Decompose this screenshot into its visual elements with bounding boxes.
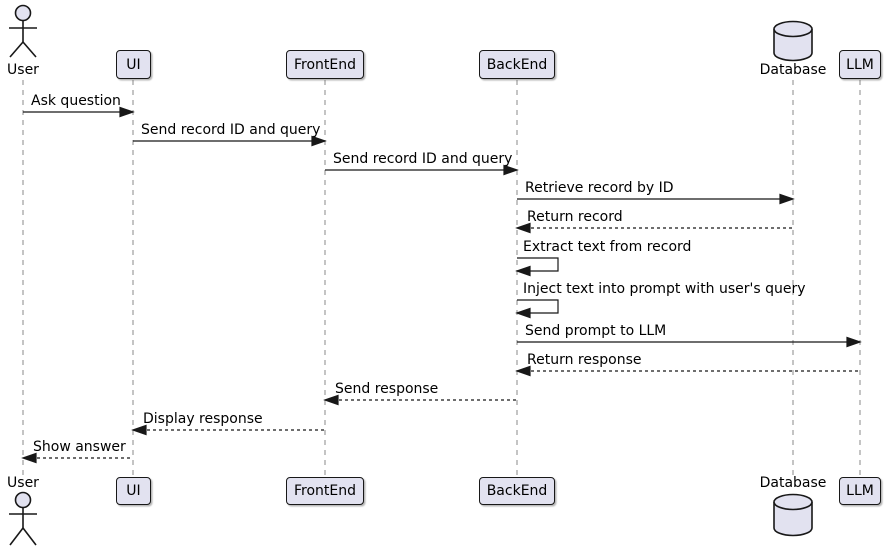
participant-ui-top: UI [116,50,151,79]
arrow-inject-text [517,299,559,314]
message-label-show-answer: Show answer [33,439,126,455]
message-label-send-record-1: Send record ID and query [141,122,321,138]
actor-icon-top [9,4,37,58]
message-label-send-response: Send response [335,381,439,397]
message-label-return-record: Return record [527,209,623,225]
message-label-send-record-2: Send record ID and query [333,151,513,167]
participant-frontend-top: FrontEnd [286,50,364,79]
message-label-display-response: Display response [143,411,263,427]
actor-icon-bottom [9,491,37,546]
participant-llm-top: LLM [839,50,881,79]
participant-database-top: Database [759,62,827,78]
participant-ui-bottom: UI [116,477,151,505]
participant-user-top: User [7,62,39,78]
message-label-retrieve-record: Retrieve record by ID [525,180,674,196]
message-label-extract-text: Extract text from record [523,239,692,255]
lifelines [22,80,861,477]
participant-backend-bottom: BackEnd [479,477,555,505]
database-icon-top [773,20,813,62]
participant-database-bottom: Database [759,475,827,491]
participant-frontend-bottom: FrontEnd [286,477,364,505]
message-arrows [21,106,862,464]
message-label-ask-question: Ask question [31,93,121,109]
participant-user-bottom: User [7,475,39,491]
participant-llm-bottom: LLM [839,477,881,505]
database-icon-bottom [773,493,813,537]
message-label-inject-text: Inject text into prompt with user's quer… [523,281,806,297]
message-label-return-response: Return response [527,352,642,368]
arrow-extract-text [517,257,559,272]
participant-backend-top: BackEnd [479,50,555,79]
message-label-send-prompt: Send prompt to LLM [525,323,667,339]
